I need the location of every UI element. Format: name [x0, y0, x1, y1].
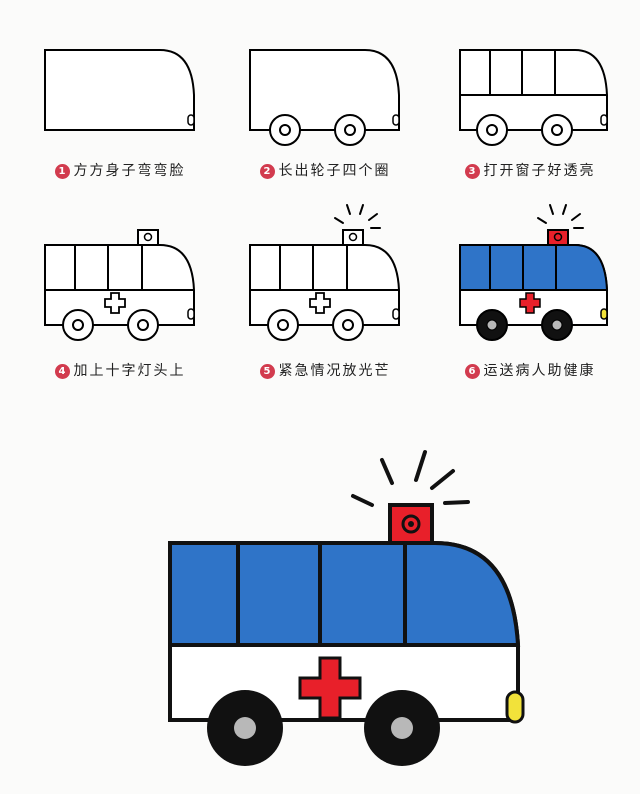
step-text: 打开窗子好透亮 [483, 163, 596, 179]
step-number-badge: 2 [259, 164, 275, 179]
step-text: 运送病人助健康 [483, 363, 596, 379]
headlight [505, 690, 525, 724]
red-cross [298, 656, 362, 720]
step-text: 紧急情况放光芒 [278, 363, 391, 379]
step-number-badge: 1 [54, 164, 70, 179]
light-rays [351, 450, 470, 507]
ambulance-with-windows-drawing [459, 49, 608, 146]
step-text: 长出轮子四个圈 [278, 163, 391, 179]
step-number-badge: 6 [464, 364, 480, 379]
ambulance-with-cross-and-light-drawing [44, 229, 195, 341]
ambulance-windows [168, 541, 521, 647]
colored-ambulance-drawing [459, 204, 609, 341]
step-text: 加上十字灯头上 [73, 363, 186, 379]
ambulance-with-wheels-drawing [249, 49, 400, 146]
ambulance-with-light-rays-drawing [249, 204, 400, 341]
step-number-badge: 3 [464, 164, 480, 179]
final-ambulance-drawing [168, 450, 525, 766]
final-ambulance [150, 440, 540, 784]
step-number-badge: 5 [259, 364, 275, 379]
ambulance-outline-body-drawing [44, 49, 195, 131]
step-text: 方方身子弯弯脸 [73, 163, 186, 179]
step-number-badge: 4 [54, 364, 70, 379]
